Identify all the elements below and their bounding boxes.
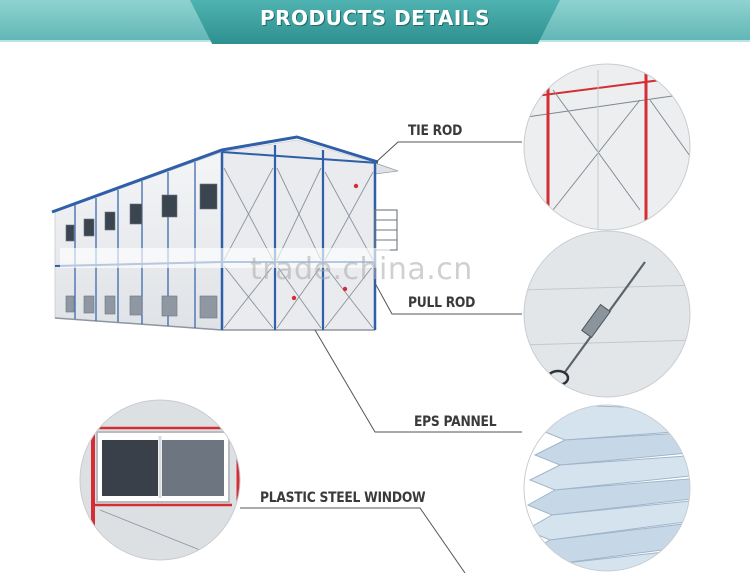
watermark: trade.china.cn [250,252,473,287]
label-eps-panel: EPS PANNEL [414,414,497,430]
label-window: PLASTIC STEEL WINDOW [260,490,426,506]
tie-rod-circle [523,63,691,231]
header-banner: PRODUCTS DETAILS [0,0,750,46]
banner-title: PRODUCTS DETAILS [259,6,490,30]
banner-tab [190,0,560,44]
label-tie-rod: TIE ROD [408,123,463,139]
pull-rod-circle [523,230,691,398]
eps-panel-circle [523,404,691,572]
label-pull-rod: PULL ROD [408,295,476,311]
window-circle [79,399,241,561]
building-image [51,135,399,331]
